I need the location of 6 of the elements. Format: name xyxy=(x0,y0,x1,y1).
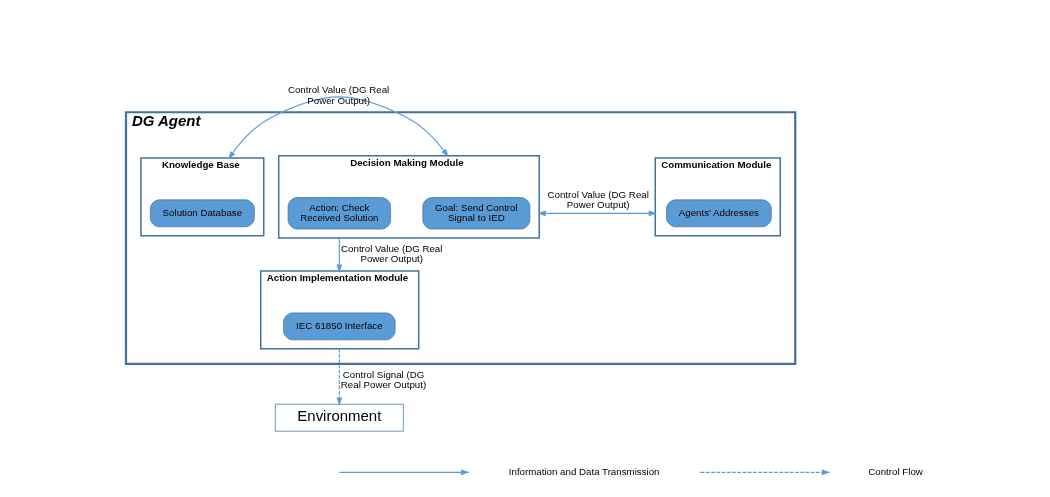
legend-label: Control Flow xyxy=(868,465,923,477)
edge-label: Control Value (DG Real Power Output) xyxy=(341,242,443,265)
edge-label: Control Value (DG Real Power Output) xyxy=(287,84,390,106)
edge-label: Control Signal (DG Real Power Output) xyxy=(340,368,427,391)
legend-label: Information and Data Transmission xyxy=(508,465,660,477)
edge-label: Control Value (DG Real Power Output) xyxy=(547,188,649,211)
